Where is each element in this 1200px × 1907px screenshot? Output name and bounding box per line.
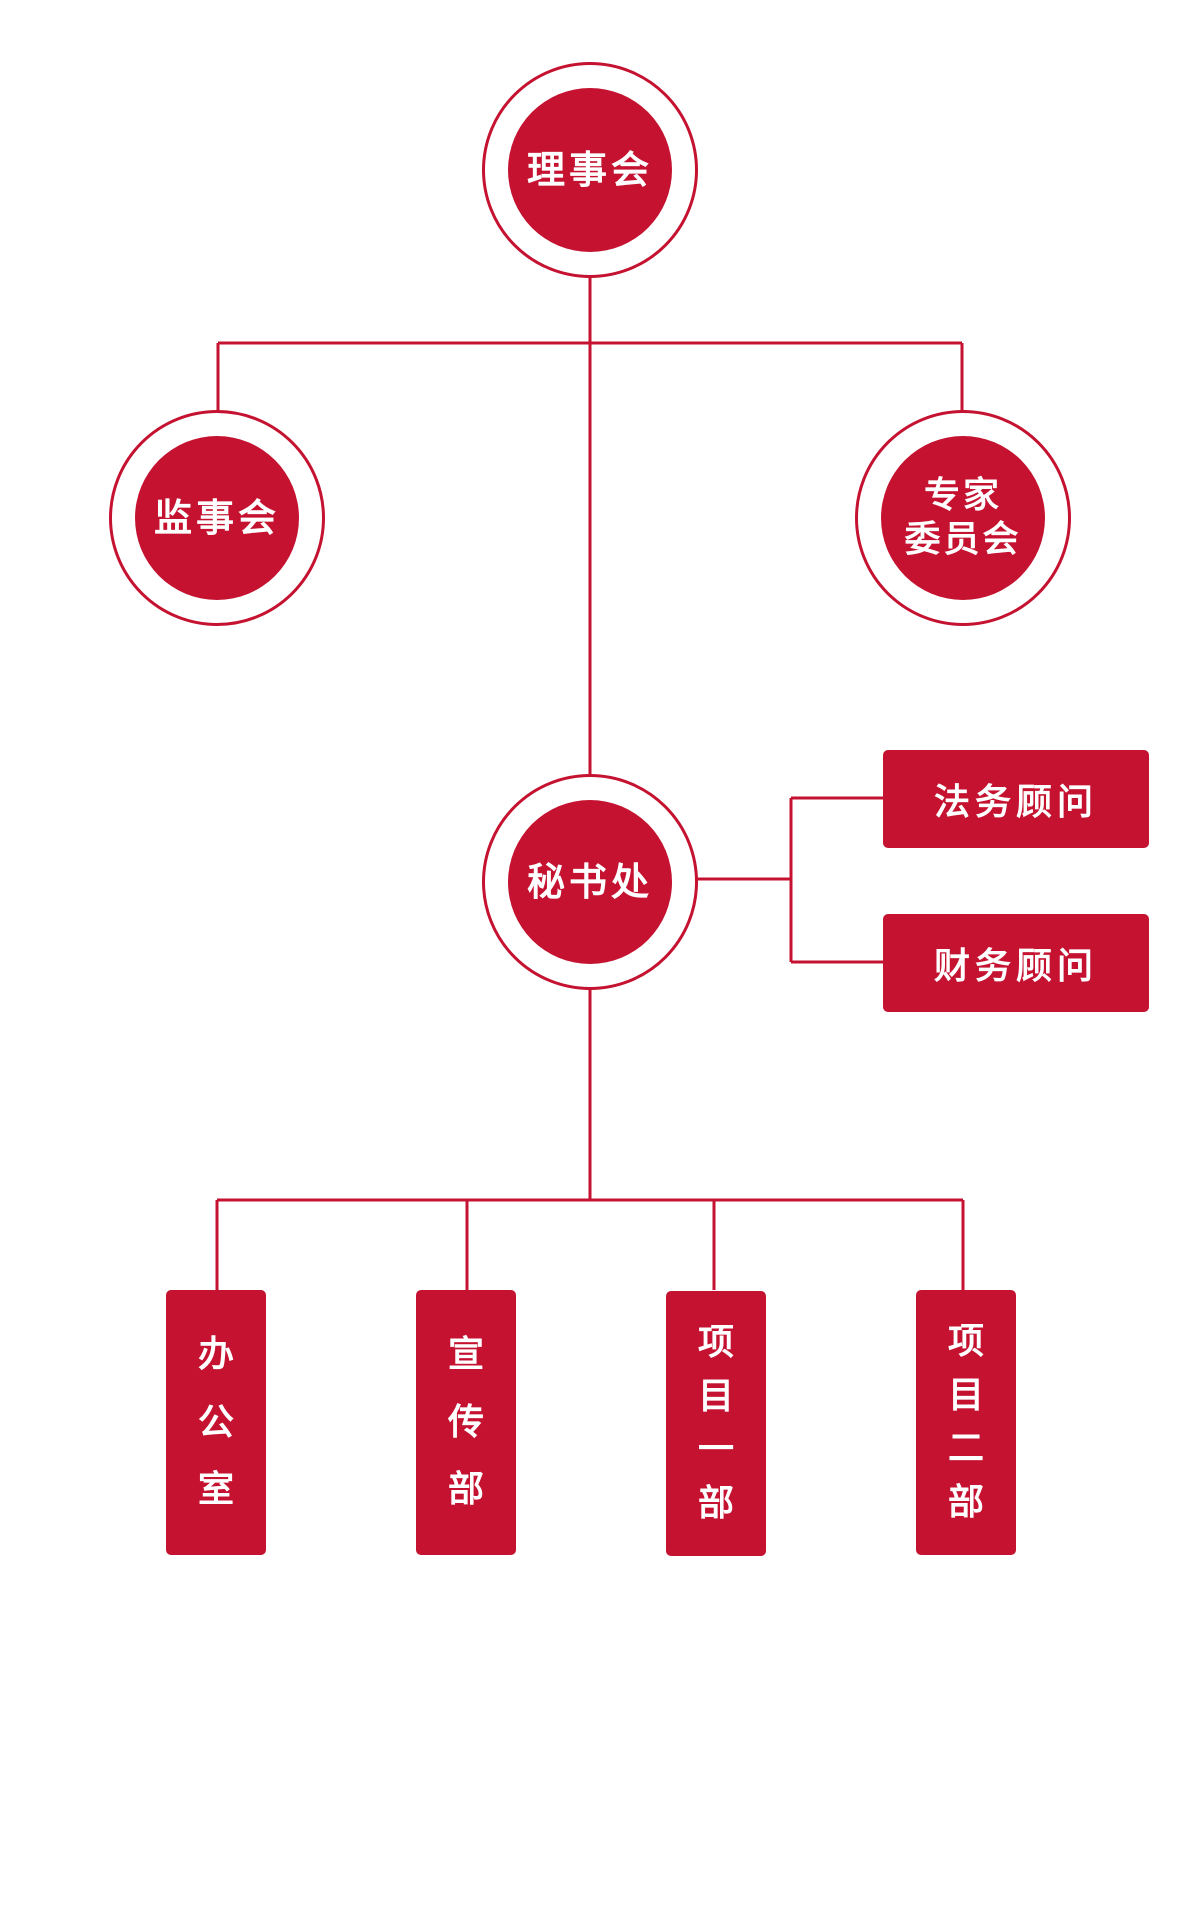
project1-char: 项 <box>697 1321 734 1363</box>
finance-advisor-box: 财务顾问 <box>883 914 1149 1012</box>
project2-char: 二 <box>947 1428 984 1470</box>
legal-advisor-label: 法务顾问 <box>933 782 1098 823</box>
office-char: 办 <box>197 1334 234 1376</box>
legal-advisor-box: 法务顾问 <box>883 750 1149 848</box>
finance-advisor-label: 财务顾问 <box>933 946 1098 987</box>
office-char: 公 <box>197 1401 234 1443</box>
project1-char: 部 <box>697 1483 734 1525</box>
project2-char: 部 <box>947 1482 984 1524</box>
project1-char: 一 <box>697 1429 734 1471</box>
project-dept-1-box: 项 目 一 部 <box>666 1291 766 1556</box>
publicity-char: 传 <box>447 1401 484 1443</box>
expert-committee-label-line1: 专家 <box>923 475 1002 516</box>
project1-char: 目 <box>697 1375 734 1417</box>
supervisory-node: 监事会 <box>135 436 299 600</box>
secretariat-label: 秘书处 <box>526 860 653 904</box>
council-label: 理事会 <box>526 148 653 192</box>
publicity-dept-box: 宣 传 部 <box>416 1290 516 1555</box>
council-node: 理事会 <box>508 88 672 252</box>
expert-committee-label-line2: 委员会 <box>904 519 1022 560</box>
project2-char: 目 <box>947 1374 984 1416</box>
expert-committee-node: 专家 委员会 <box>881 436 1045 600</box>
publicity-char: 部 <box>447 1468 484 1510</box>
project-dept-2-box: 项 目 二 部 <box>916 1290 1016 1555</box>
project2-char: 项 <box>947 1320 984 1362</box>
publicity-char: 宣 <box>447 1334 484 1376</box>
office-box: 办 公 室 <box>166 1290 266 1555</box>
secretariat-node: 秘书处 <box>508 800 672 964</box>
office-char: 室 <box>197 1468 234 1510</box>
supervisory-label: 监事会 <box>153 496 280 540</box>
